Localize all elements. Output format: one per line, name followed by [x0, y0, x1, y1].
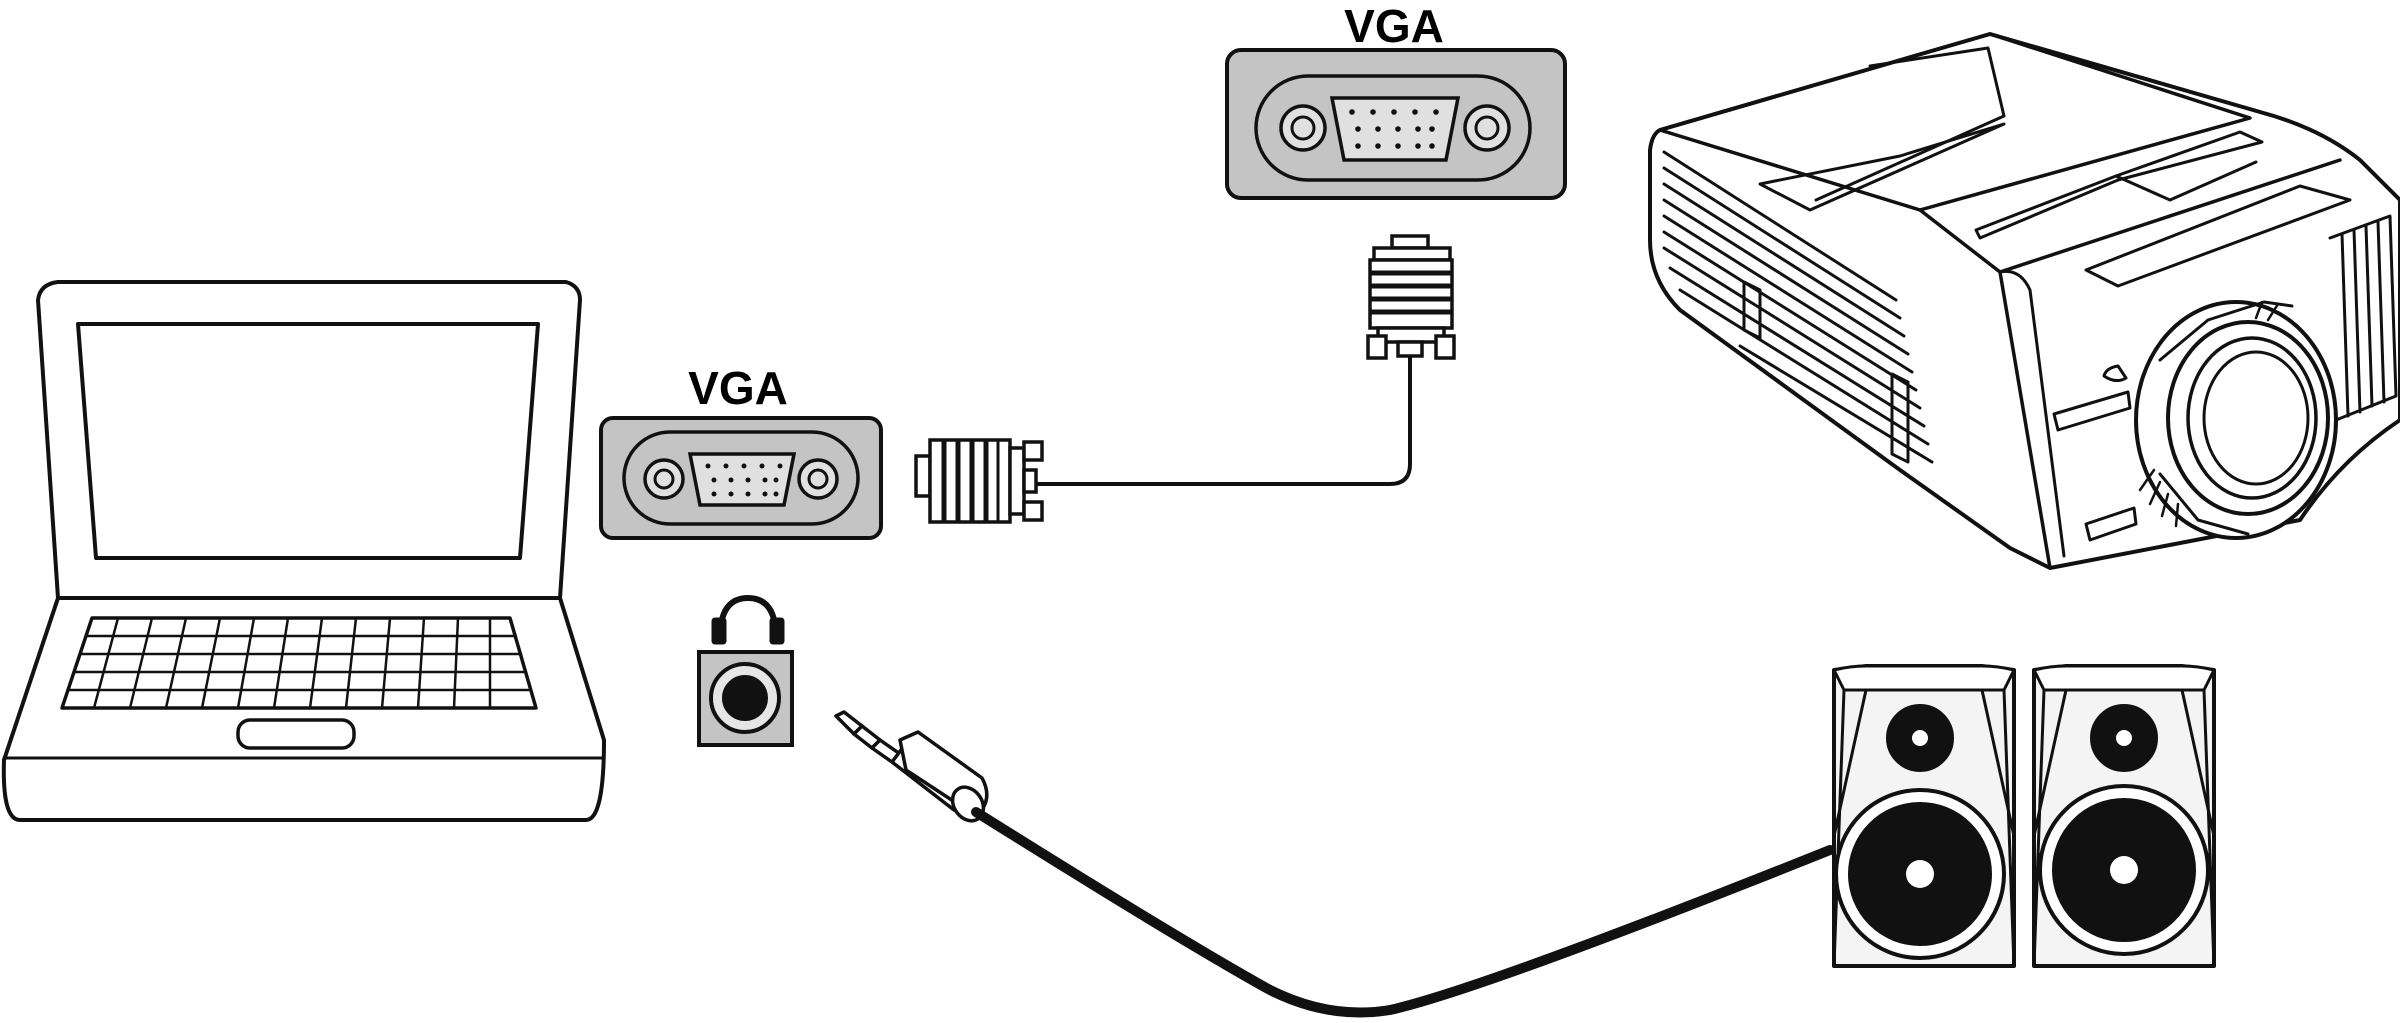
audio-cable [971, 807, 1835, 1018]
speaker-icon [1832, 664, 2016, 968]
audio-port [697, 650, 794, 747]
projector-icon [1648, 32, 2400, 570]
vga-label-projector: VGA [1344, 0, 1444, 52]
audio-plug-icon [834, 710, 989, 823]
speaker-icon [2032, 664, 2216, 968]
vga-port-laptop [599, 416, 883, 540]
laptop-icon [1, 280, 606, 822]
headphone-icon [711, 594, 785, 645]
vga-connector-icon [914, 438, 1044, 524]
vga-label-laptop: VGA [688, 362, 788, 414]
vga-cable [1036, 356, 1412, 486]
vga-connector-icon [1366, 234, 1456, 360]
vga-port-projector [1225, 48, 1567, 200]
